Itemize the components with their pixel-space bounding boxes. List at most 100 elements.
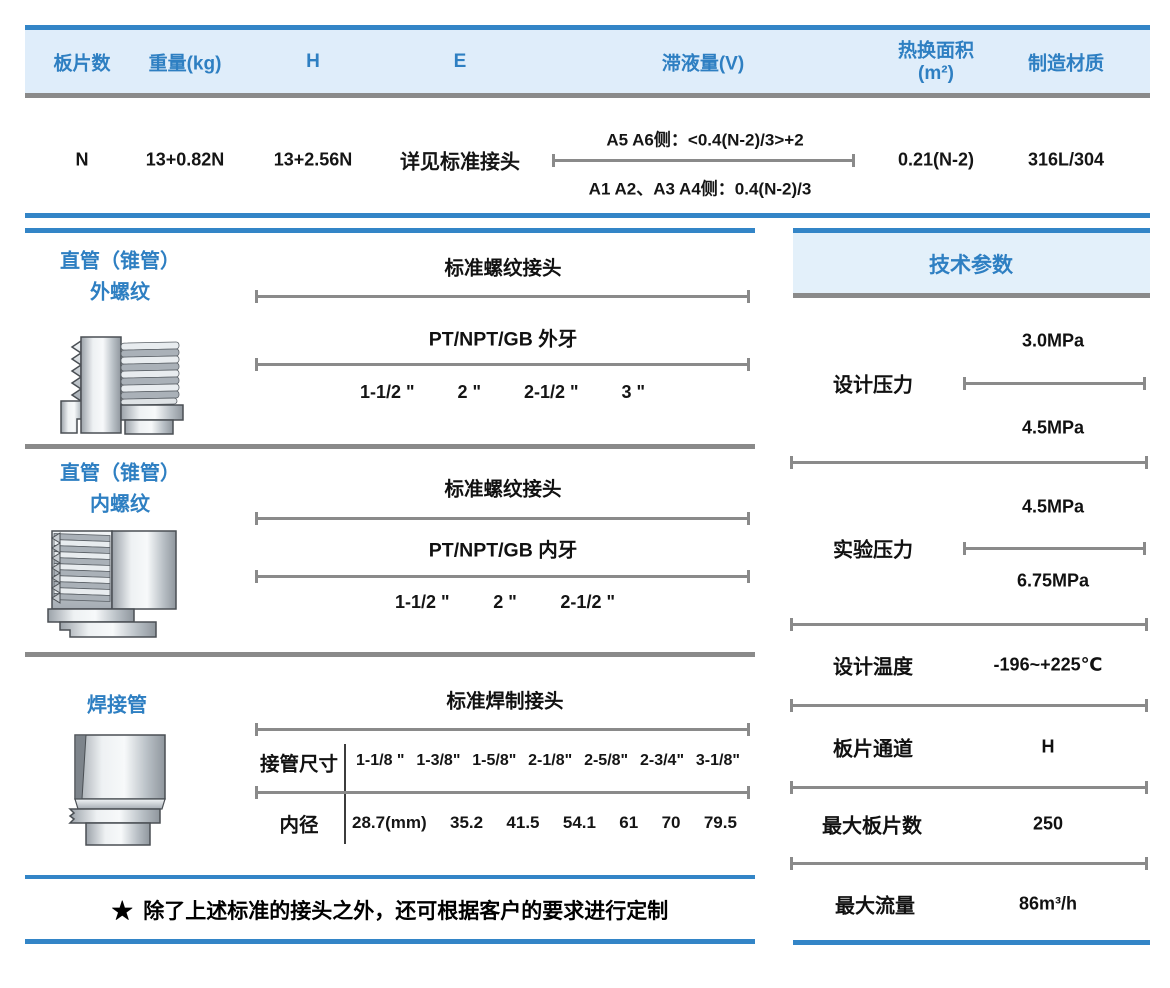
left-panel-bottom-rule (25, 939, 755, 944)
fitting2-label-line2: 内螺纹 (90, 493, 150, 516)
tech-row-divider-3 (790, 699, 1148, 712)
top-table-header-background (25, 30, 1150, 93)
fitting2-dimension-line-1 (255, 512, 750, 525)
bore-item: 35.2 (449, 813, 484, 832)
bore-item: 54.1 (562, 813, 596, 832)
left-panel-top-rule (25, 228, 755, 233)
cell-weight-value: 13+0.82N (145, 149, 225, 170)
fitting3-dimension-line-2 (255, 786, 750, 799)
external-thread-fitting-image (33, 307, 185, 437)
fitting1-sizes-row: 1-1/2 " 2 " 2-1/2 " 3 " (360, 382, 645, 403)
tech-panel-bottom-rule (793, 940, 1150, 945)
tech-panel-header-background (793, 233, 1150, 293)
bore-item: 41.5 (506, 813, 540, 832)
fitting1-dimension-line-1 (255, 290, 750, 303)
internal-thread-fitting-image (38, 525, 190, 643)
size-item: 2 " (457, 382, 482, 402)
fitting3-title: 标准焊制接头 (446, 690, 564, 713)
star-icon: ★ (111, 899, 133, 923)
max-flow-label: 最大流量 (835, 895, 915, 918)
bore-item: 28.7(mm) (352, 813, 427, 832)
design-temperature-value: -196~+225℃ (993, 654, 1103, 675)
pipe-size-item: 1-5/8" (472, 752, 517, 769)
cell-material-value: 316L/304 (1027, 149, 1105, 170)
cell-area-value: 0.21(N-2) (897, 149, 975, 170)
tech-row-divider-4 (790, 781, 1148, 794)
fitting1-title: 标准螺纹接头 (444, 257, 562, 280)
section-divider-2 (25, 652, 755, 657)
pipe-size-item: 2-1/8" (528, 752, 573, 769)
max-plates-label: 最大板片数 (822, 815, 922, 838)
size-item: 2-1/2 " (523, 382, 579, 402)
max-plates-value: 250 (1032, 813, 1064, 834)
col-header-e: E (453, 51, 467, 72)
pipe-size-item: 2-5/8" (584, 752, 629, 769)
design-pressure-value-bottom: 4.5MPa (1021, 417, 1085, 438)
fitting2-label-line1: 直管（锥管） (60, 462, 180, 485)
bore-item: 61 (619, 813, 639, 832)
pipe-size-item: 3-1/8" (695, 752, 740, 769)
design-pressure-label: 设计压力 (833, 374, 913, 397)
fitting2-sizes-row: 1-1/2 " 2 " 2-1/2 " (395, 592, 615, 613)
weld-table-vertical-divider (344, 744, 346, 844)
max-flow-value: 86m³/h (1018, 893, 1078, 914)
test-pressure-dimension-line (963, 542, 1146, 555)
cell-holdup-bottom: A1 A2、A3 A4侧：0.4(N-2)/3 (588, 179, 812, 199)
tech-panel-header-rule (793, 293, 1150, 298)
cell-h-value: 13+2.56N (273, 149, 353, 170)
fitting1-label-line1: 直管（锥管） (60, 250, 180, 273)
bore-row: 28.7(mm) 35.2 41.5 54.1 61 70 79.5 (352, 813, 737, 833)
col-header-plates: 板片数 (53, 53, 111, 75)
bore-item: 79.5 (703, 813, 737, 832)
welded-pipe-fitting-image (42, 733, 190, 855)
col-header-h: H (306, 51, 320, 72)
fitting1-dimension-line-2 (255, 358, 750, 371)
fitting2-subtitle: PT/NPT/GB 内牙 (428, 539, 578, 562)
test-pressure-value-top: 4.5MPa (1021, 496, 1085, 517)
fitting1-subtitle: PT/NPT/GB 外牙 (428, 328, 578, 351)
top-table-top-rule (25, 25, 1150, 30)
tech-row-divider-5 (790, 857, 1148, 870)
tech-panel-top-rule (793, 228, 1150, 233)
pipe-size-item: 1-3/8" (416, 752, 461, 769)
pipe-size-item: 1-1/8 " (356, 752, 405, 769)
fitting3-dimension-line-1 (255, 723, 750, 736)
test-pressure-value-bottom: 6.75MPa (1016, 570, 1090, 591)
custom-note-text: 除了上述标准的接头之外，还可根据客户的要求进行定制 (143, 899, 669, 923)
cell-e-value: 详见标准接头 (400, 151, 520, 174)
size-item: 1-1/2 " (395, 592, 450, 612)
top-table-bottom-rule (25, 213, 1150, 218)
design-temperature-label: 设计温度 (833, 656, 913, 679)
fitting1-label-line2: 外螺纹 (90, 281, 150, 304)
cell-plates-value: N (75, 149, 89, 170)
top-table-header-rule (25, 93, 1150, 98)
size-item: 2-1/2 " (560, 592, 615, 612)
col-header-material: 制造材质 (1027, 53, 1105, 75)
col-header-weight: 重量(kg) (148, 53, 222, 75)
bore-row-label: 内径 (279, 814, 319, 837)
tech-row-divider-1 (790, 456, 1148, 469)
plate-channel-value: H (1041, 736, 1055, 757)
plate-channel-label: 板片通道 (833, 738, 913, 761)
cell-holdup-top: A5 A6侧：<0.4(N-2)/3>+2 (606, 130, 804, 150)
col-header-area-line1: 热换面积 (897, 40, 975, 62)
design-pressure-dimension-line (963, 377, 1146, 390)
fitting2-title: 标准螺纹接头 (444, 478, 562, 501)
col-header-holdup: 滞液量(V) (661, 53, 745, 75)
design-pressure-value-top: 3.0MPa (1021, 330, 1085, 351)
test-pressure-label: 实验压力 (833, 539, 913, 562)
bore-item: 70 (661, 813, 681, 832)
note-top-rule (25, 875, 755, 879)
fitting2-dimension-line-2 (255, 570, 750, 583)
size-item: 1-1/2 " (360, 382, 415, 402)
fitting3-label-line1: 焊接管 (87, 694, 147, 717)
pipe-size-row: 1-1/8 " 1-3/8" 1-5/8" 2-1/8" 2-5/8" 2-3/… (356, 752, 740, 770)
custom-note: ★ 除了上述标准的接头之外，还可根据客户的要求进行定制 (112, 895, 669, 925)
col-header-area-line2: (m²) (918, 63, 954, 84)
pipe-size-row-label: 接管尺寸 (259, 753, 339, 776)
section-divider-1 (25, 444, 755, 449)
size-item: 2 " (493, 592, 517, 612)
holdup-dimension-line (552, 154, 855, 167)
tech-panel-title: 技术参数 (929, 254, 1013, 277)
